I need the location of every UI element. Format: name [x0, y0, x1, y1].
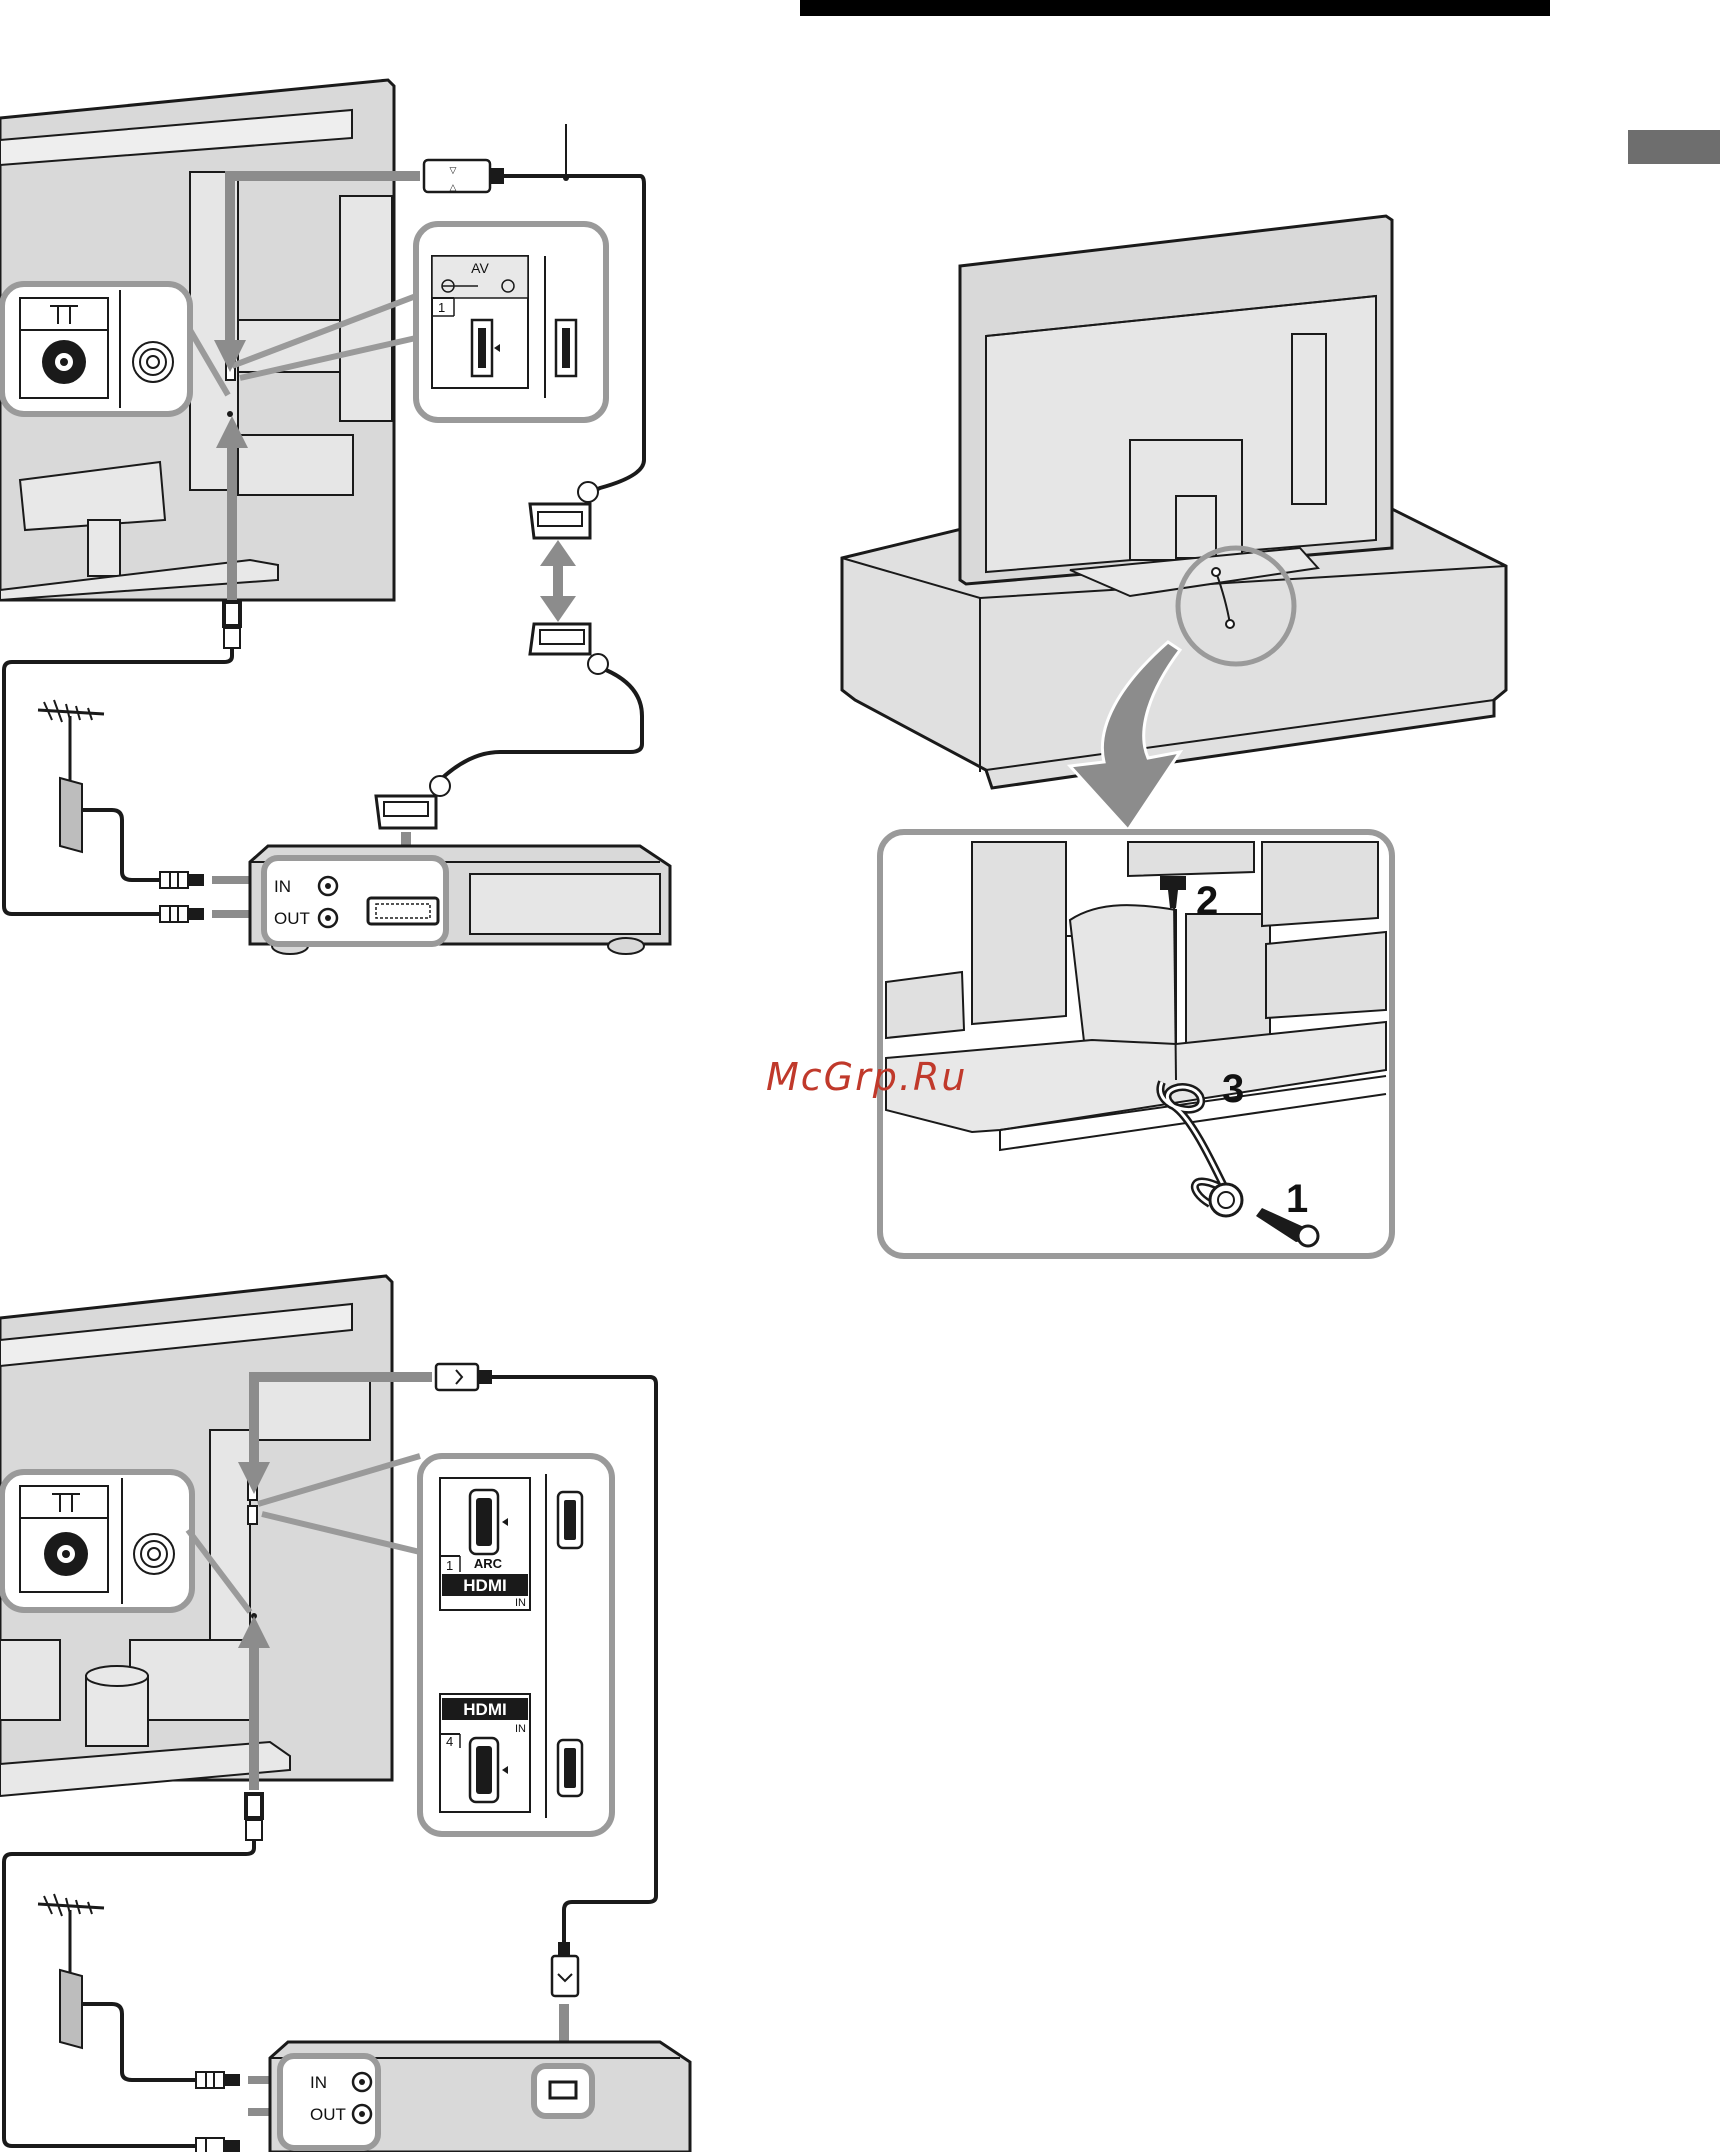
svg-text:▽: ▽ [450, 165, 457, 175]
rf-plug-tv-bottom [244, 1792, 264, 1840]
step-label-1: 1 [1286, 1177, 1308, 1221]
scart-av-plug-top: ▽ △ [424, 160, 504, 192]
rf-plug-tv [222, 600, 242, 648]
scart-connector-recorder [376, 776, 450, 828]
watermark-text: McGrp.Ru [766, 1055, 967, 1099]
hdmi-plug-bottom [552, 1942, 578, 1996]
hdmi-plug-top [436, 1364, 492, 1390]
scart-connector-upper [530, 482, 598, 538]
header-bar [800, 0, 1550, 16]
hdmi-logo-port4: HDMI [463, 1700, 506, 1719]
aerial-icon [38, 700, 104, 790]
recorder-out-label-bottom: OUT [310, 2105, 346, 2124]
rf-plug-in [160, 872, 204, 888]
recorder-in-label-top: IN [274, 877, 291, 896]
recorder-in-label-bottom: IN [310, 2073, 327, 2092]
svg-text:△: △ [450, 182, 457, 192]
scart-connection-diagram: AV 1 ▽ △ [0, 80, 670, 954]
rf-cable-wall [82, 810, 160, 880]
hdmi-port1-number: 1 [446, 1558, 453, 1573]
rf-plug-in-bottom [196, 2072, 240, 2088]
hdmi-in-text-port4: IN [515, 1723, 526, 1735]
aerial-icon [38, 1894, 104, 1980]
hdmi-logo-port1: HDMI [463, 1576, 506, 1595]
recorder-hdmi-socket [550, 2082, 576, 2098]
hdmi-connection-diagram: 1 ARC HDMI IN HDMI IN 4 [0, 1276, 690, 2152]
rf-plug-out-bottom [196, 2138, 240, 2152]
av-port-title: AV [471, 260, 489, 276]
hdmi-port4-number: 4 [446, 1734, 453, 1749]
hdmi-in-text-port1: IN [515, 1597, 526, 1609]
step-label-3: 3 [1222, 1067, 1244, 1111]
av-port-number: 1 [438, 300, 445, 315]
recorder-out-label-top: OUT [274, 909, 310, 928]
wall-outlet [60, 1970, 82, 2048]
rf-plug-out [160, 906, 204, 922]
stand-securing-diagram: 1 2 3 [842, 216, 1506, 1256]
wall-outlet [60, 778, 82, 852]
hdmi-port1-arc: ARC [474, 1556, 503, 1571]
recorder-port-callout-bottom [280, 2056, 378, 2148]
step-label-2: 2 [1196, 879, 1218, 923]
section-tab [1628, 130, 1720, 164]
scart-cable [440, 670, 642, 780]
scart-connector-lower [530, 624, 608, 674]
